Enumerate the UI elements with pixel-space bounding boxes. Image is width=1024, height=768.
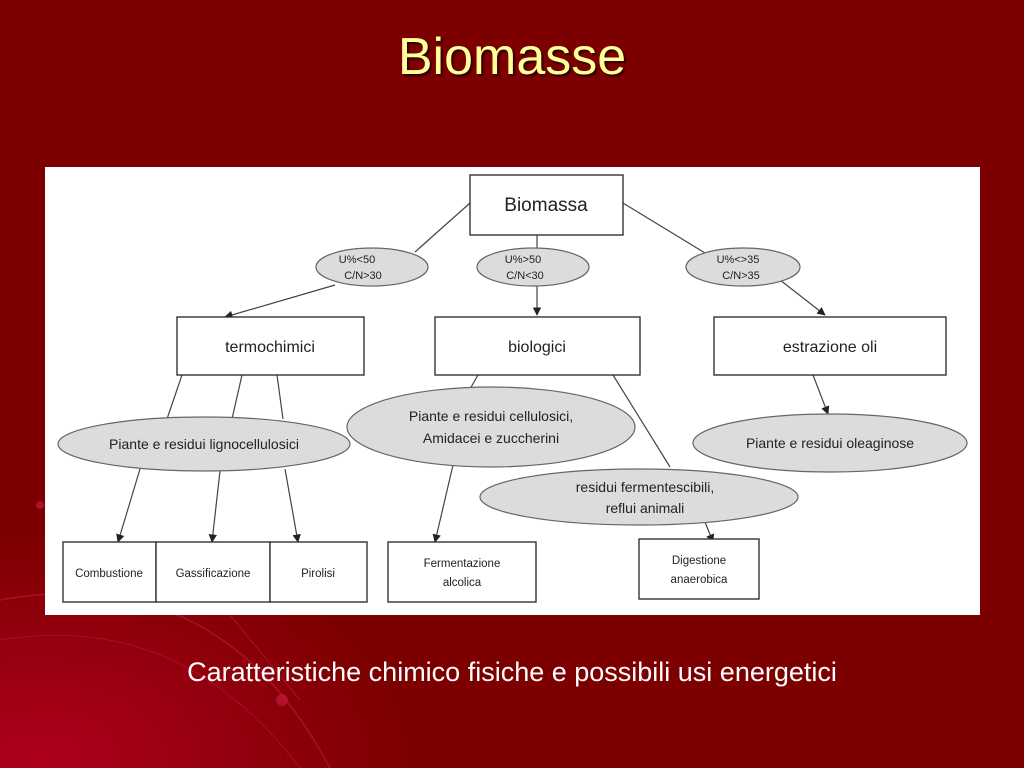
process-combustione-label: Combustione	[75, 568, 143, 580]
diagram-edges	[116, 202, 830, 543]
condition-center-line2: C/N<30	[506, 270, 544, 282]
category-biologici: biologici	[434, 316, 641, 376]
process-fermentazione-line2: alcolica	[443, 577, 482, 589]
slide-title: Biomasse	[397, 28, 627, 86]
biomass-diagram: Biomassa U%<50 C/N>30 U%>50 C/N<30 U%<>3…	[45, 167, 980, 615]
feedstock-lignocellulosici: Piante e residui lignocellulosici	[57, 416, 351, 472]
condition-left-line2: C/N>30	[344, 270, 382, 282]
condition-center-line1: U%>50	[505, 254, 541, 266]
process-digestione: Digestione anaerobica	[638, 538, 760, 600]
category-termochimici: termochimici	[176, 316, 365, 376]
condition-right-line2: C/N>35	[722, 270, 760, 282]
feedstock-oleaginose-label: Piante e residui oleaginose	[746, 435, 914, 451]
root-node: Biomassa	[469, 174, 624, 236]
process-combustione: Combustione	[62, 541, 157, 603]
process-digestione-line1: Digestione	[672, 555, 726, 567]
category-estrazione-oli-label: estrazione oli	[783, 339, 877, 356]
feedstock-cellulosici: Piante e residui cellulosici, Amidacei e…	[346, 386, 636, 468]
process-gassificazione: Gassificazione	[155, 541, 271, 603]
process-pirolisi: Pirolisi	[269, 541, 368, 603]
category-biologici-label: biologici	[508, 339, 566, 356]
process-gassificazione-label: Gassificazione	[176, 568, 251, 580]
feedstock-fermentescibili-line2: reflui animali	[606, 500, 685, 516]
category-termochimici-label: termochimici	[225, 339, 315, 356]
condition-left: U%<50 C/N>30	[315, 247, 429, 287]
condition-right-line1: U%<>35	[717, 254, 760, 266]
condition-center: U%>50 C/N<30	[476, 247, 590, 287]
process-pirolisi-label: Pirolisi	[301, 568, 335, 580]
feedstock-cellulosici-line2: Amidacei e zuccherini	[423, 430, 559, 446]
feedstock-oleaginose: Piante e residui oleaginose	[692, 413, 968, 473]
feedstock-fermentescibili-line1: residui fermentescibili,	[576, 479, 715, 495]
root-node-label: Biomassa	[504, 195, 588, 216]
condition-left-line1: U%<50	[339, 254, 375, 266]
slide-caption: Caratteristiche chimico fisiche e possib…	[187, 657, 837, 687]
process-fermentazione-line1: Fermentazione	[424, 558, 501, 570]
feedstock-cellulosici-line1: Piante e residui cellulosici,	[409, 408, 573, 424]
category-estrazione-oli: estrazione oli	[713, 316, 947, 376]
process-digestione-line2: anaerobica	[671, 574, 729, 586]
feedstock-fermentescibili: residui fermentescibili, reflui animali	[479, 468, 799, 526]
condition-right: U%<>35 C/N>35	[685, 247, 801, 287]
process-fermentazione: Fermentazione alcolica	[387, 541, 537, 603]
feedstock-lignocellulosici-label: Piante e residui lignocellulosici	[109, 436, 299, 452]
